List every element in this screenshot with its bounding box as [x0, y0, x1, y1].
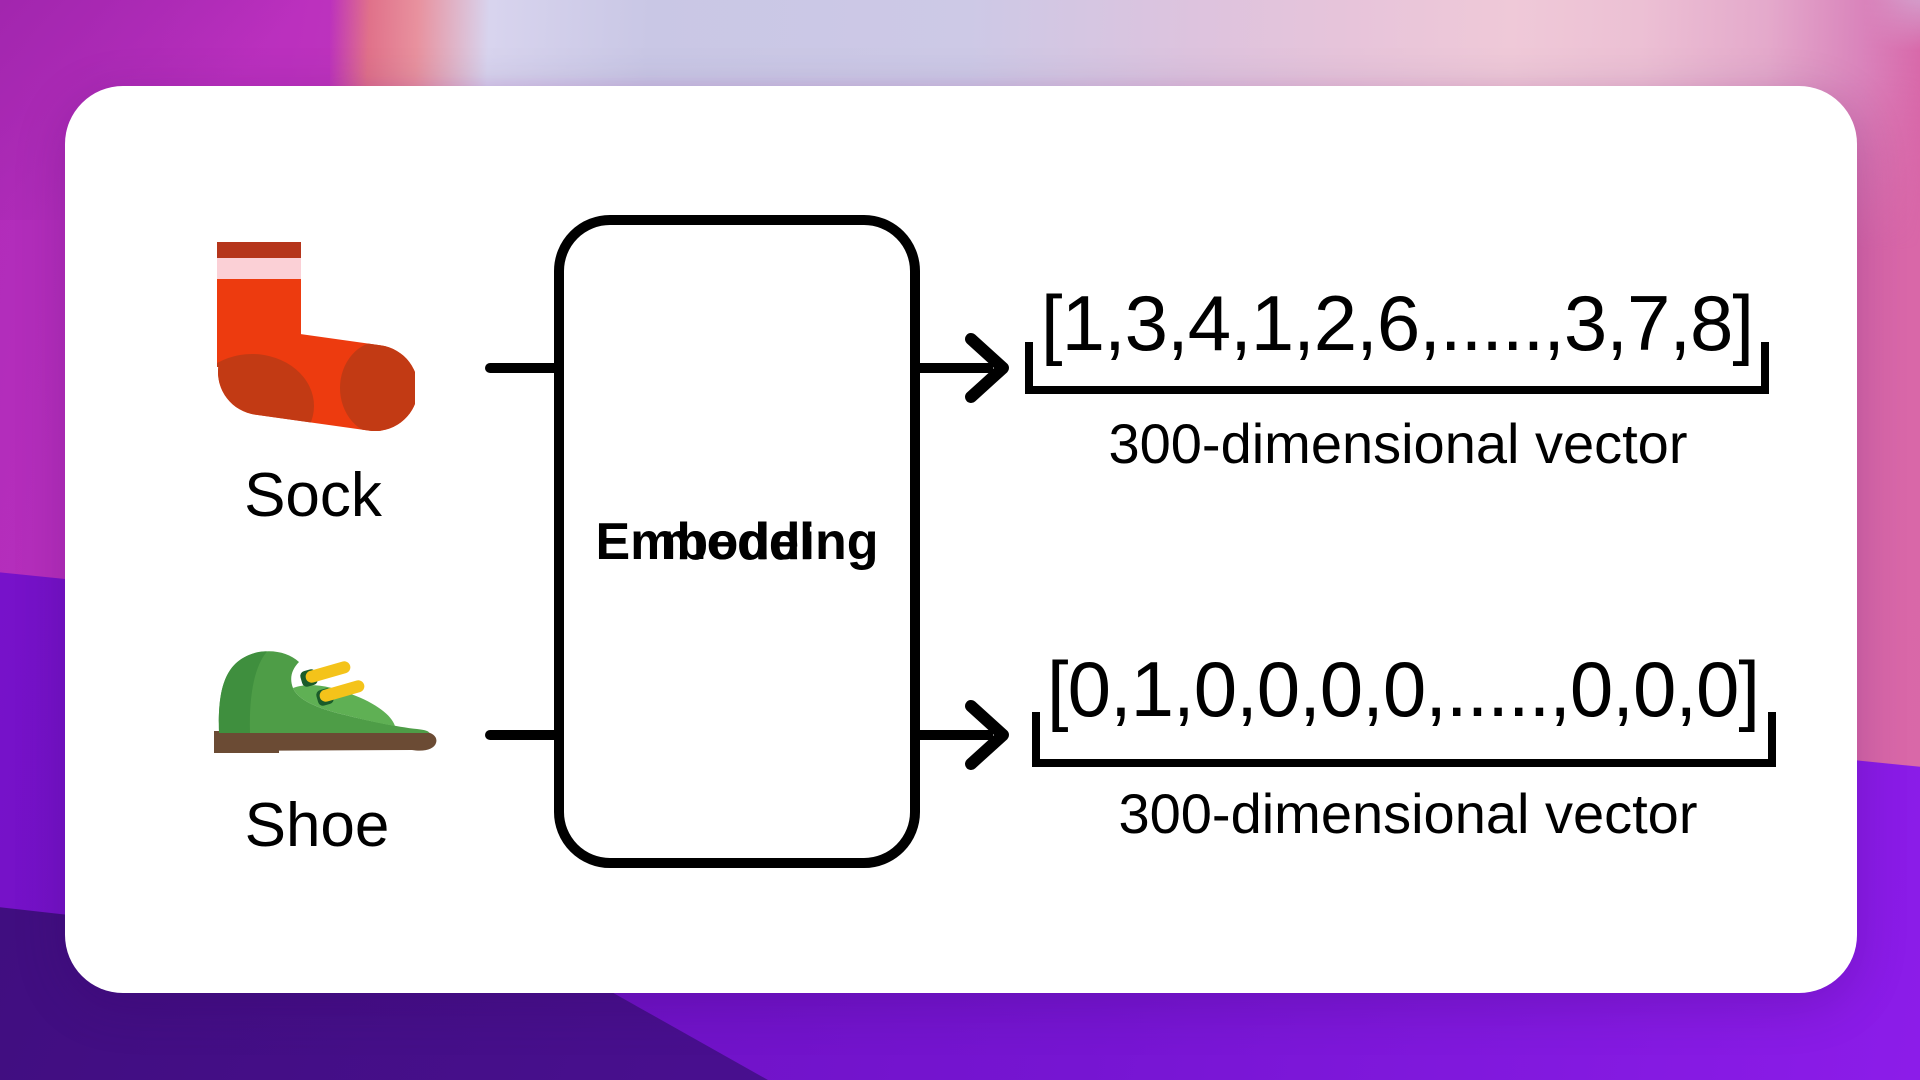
embedding-model-label: Embedding model — [554, 215, 920, 868]
embedding-model-label-line2: model — [660, 512, 814, 571]
vector-bracket-2 — [1032, 712, 1776, 767]
output-arrow-2-head — [965, 700, 1009, 770]
embedding-model-box — [554, 215, 920, 868]
shoe-icon — [214, 651, 437, 753]
sock-icon — [217, 242, 415, 432]
embedding-model-label-line1: Embedding — [595, 512, 879, 571]
connector-lines — [485, 333, 1776, 770]
output-vector-1: [1,3,4,1,2,6,.....,3,7,8] — [1040, 279, 1754, 367]
diagram-card: Sock Shoe Embedding model — [65, 86, 1857, 993]
input-label-shoe: Shoe — [244, 791, 390, 860]
output-vector-2: [0,1,0,0,0,0,.....,0,0,0] — [1046, 645, 1760, 733]
output-caption-2: 300-dimensional vector — [1118, 782, 1698, 845]
input-label-sock: Sock — [244, 461, 382, 530]
vector-bracket-1 — [1025, 342, 1769, 394]
output-arrow-1-head — [965, 333, 1009, 403]
output-caption-1: 300-dimensional vector — [1108, 412, 1688, 475]
